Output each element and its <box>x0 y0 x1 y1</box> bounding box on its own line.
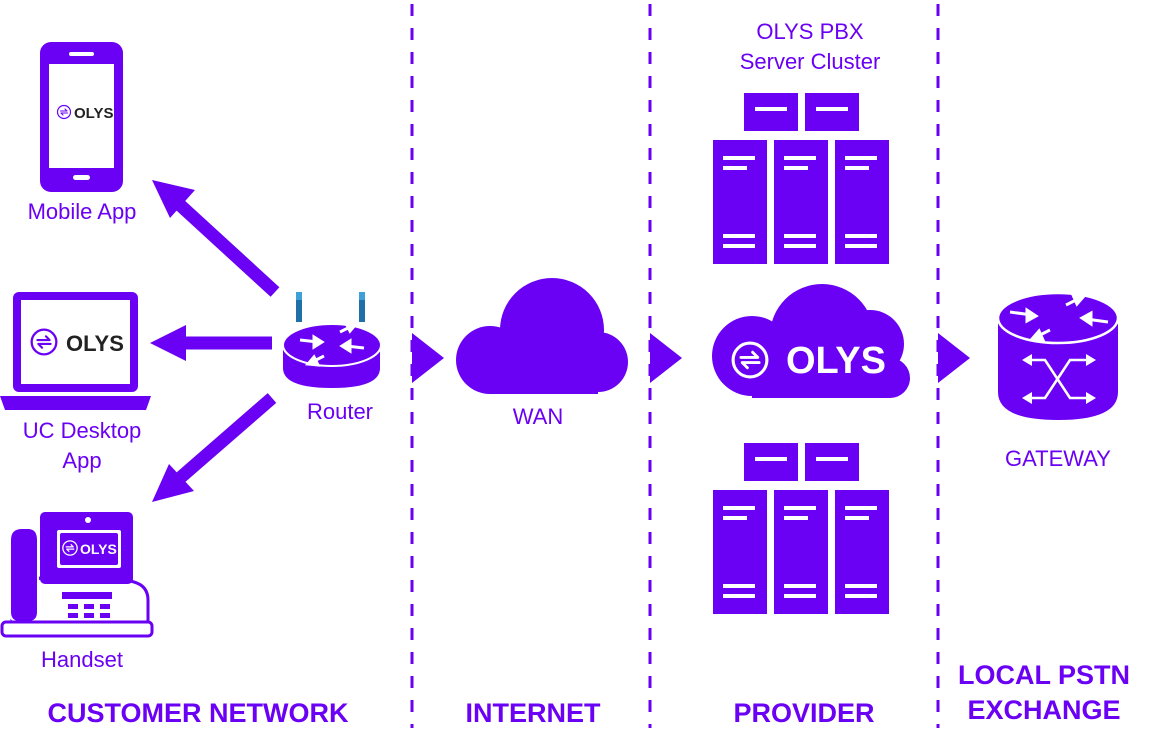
zone-pstn-line2: EXCHANGE <box>967 695 1121 725</box>
router-icon <box>282 292 382 388</box>
arrow-to-desktop <box>150 325 272 361</box>
gateway-label: GATEWAY <box>1005 446 1111 471</box>
router-label: Router <box>306 399 374 424</box>
svg-text:OLYS: OLYS <box>66 331 124 356</box>
zone-internet: INTERNET <box>465 698 601 728</box>
server-rack-icon <box>713 443 889 614</box>
zone-customer-network: CUSTOMER NETWORK <box>47 698 349 728</box>
desktop-app-label-line2: App <box>62 448 102 473</box>
svg-text:OLYS: OLYS <box>80 541 117 557</box>
server-cluster-label-line2: Server Cluster <box>739 49 881 74</box>
arrow-to-handset <box>152 393 277 502</box>
gateway-icon <box>996 291 1120 420</box>
mobile-app-label: Mobile App <box>27 199 137 224</box>
cloud-brand-text: OLYS <box>786 340 886 382</box>
zone-provider: PROVIDER <box>733 698 875 728</box>
desk-phone-icon: OLYS <box>0 512 154 638</box>
server-rack-icon <box>713 93 889 264</box>
chevron-right-icon <box>938 333 970 383</box>
server-cluster-label-line1: OLYS PBX <box>756 19 864 44</box>
wan-label: WAN <box>512 404 564 429</box>
desktop-app-label-line1: UC Desktop <box>22 418 142 443</box>
chevron-right-icon <box>650 333 682 383</box>
smartphone-icon: OLYS <box>40 42 123 192</box>
svg-text:OLYS: OLYS <box>74 105 113 122</box>
handset-label: Handset <box>41 647 123 672</box>
chevron-right-icon <box>412 333 444 383</box>
cloud-icon <box>456 278 628 394</box>
zone-pstn-line1: LOCAL PSTN <box>957 660 1130 690</box>
laptop-icon: OLYS <box>0 292 151 410</box>
arrow-to-mobile <box>152 180 280 297</box>
cloud-icon <box>712 284 910 398</box>
